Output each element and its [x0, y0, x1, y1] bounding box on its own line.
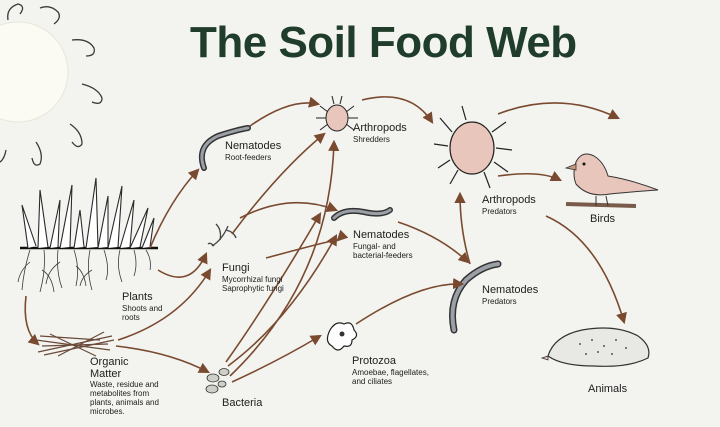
mole-illustration [540, 327, 650, 367]
plants-illustration [17, 177, 158, 293]
fungi-label: Fungi [222, 262, 250, 274]
animals-label: Animals [588, 383, 628, 395]
organic-matter-sublabel: Waste, residue and metabolites from plan… [90, 380, 159, 416]
organic-matter-illustration [35, 331, 115, 357]
bird-illustration [564, 153, 659, 208]
arthropod-shredder-illustration [316, 95, 358, 132]
food-web-arrows [24, 96, 627, 383]
nematodes-root-feeders-sublabel: Root-feeders [225, 153, 272, 162]
arthropods-predators-label: Arthropods [482, 194, 536, 206]
bacteria-label: Bacteria [222, 397, 263, 409]
arthropods-shredders-label: Arthropods [353, 122, 407, 134]
bacteria-illustration [205, 368, 230, 394]
protozoa-sublabel: Amoebae, flagellates, and ciliates [352, 368, 429, 386]
nematodes-fungal-feeders-sublabel: Fungal- and bacterial-feeders [353, 242, 413, 260]
fungi-illustration [207, 223, 237, 247]
fungi-sublabel: Mycorrhizal fungi Saprophytic fungi [222, 275, 284, 293]
plants-label: Plants [122, 291, 153, 303]
nematodes-predators-label: Nematodes [482, 284, 539, 296]
sun-icon [0, 3, 103, 166]
nematodes-predators-sublabel: Predators [482, 297, 517, 306]
arthropods-shredders-sublabel: Shredders [353, 135, 390, 144]
nematodes-root-feeders-label: Nematodes [225, 140, 282, 152]
plants-sublabel: Shoots and roots [122, 304, 163, 322]
page-title: The Soil Food Web [190, 18, 577, 67]
protozoa-label: Protozoa [352, 355, 397, 367]
arthropod-predator-illustration [433, 105, 513, 189]
organic-matter-label: Organic Matter [90, 356, 129, 380]
arthropods-predators-sublabel: Predators [482, 207, 517, 216]
nematodes-fungal-feeders-label: Nematodes [353, 229, 410, 241]
birds-label: Birds [590, 213, 616, 225]
